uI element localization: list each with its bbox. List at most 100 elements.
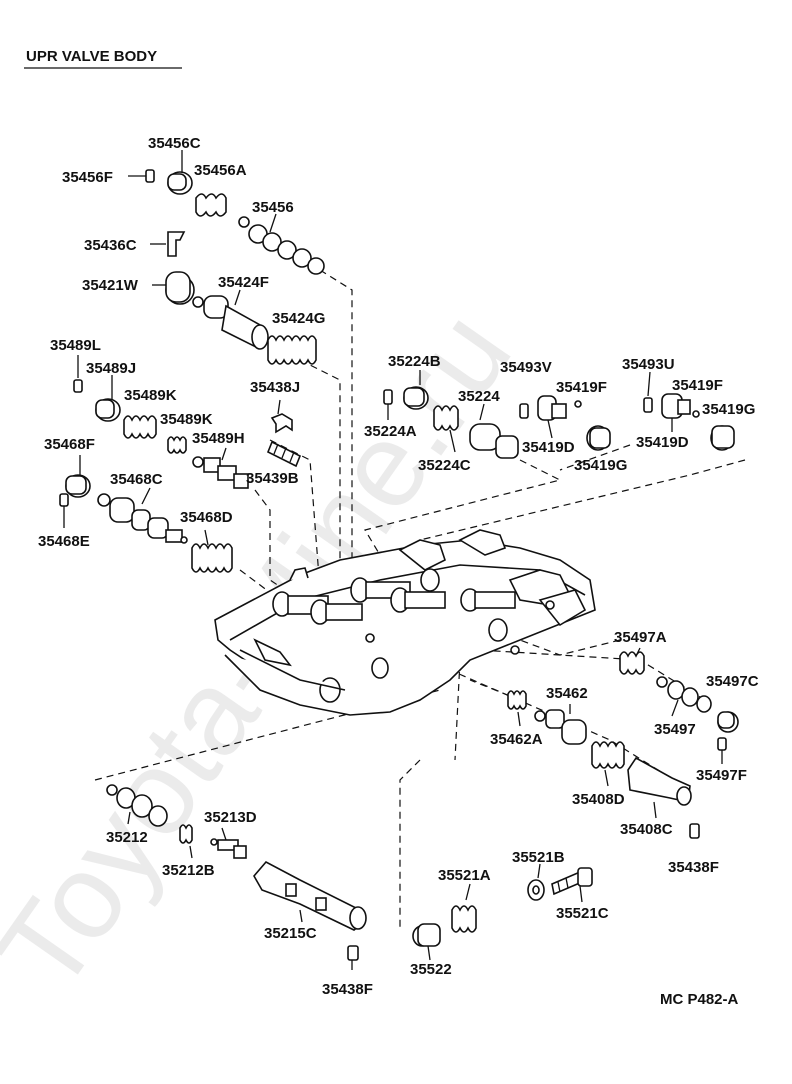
label-35462: 35462 <box>546 685 588 702</box>
label-35224: 35224 <box>458 388 500 405</box>
part-35468C <box>97 487 188 544</box>
label-35468D: 35468D <box>180 509 233 526</box>
part-35497C <box>717 711 739 733</box>
part-35419F-left <box>574 400 582 408</box>
part-35468D <box>191 529 233 573</box>
part-35419D-right <box>661 393 691 432</box>
part-35468F <box>65 455 91 498</box>
part-35212 <box>106 784 168 827</box>
part-35408D <box>591 741 625 787</box>
part-35456C <box>167 150 193 195</box>
label-35489K-2: 35489K <box>160 411 213 428</box>
label-35493U: 35493U <box>622 356 675 373</box>
part-35456F <box>128 169 155 183</box>
part-35456A <box>195 193 227 217</box>
part-35468E <box>59 493 69 528</box>
label-35215C: 35215C <box>264 925 317 942</box>
part-35224A <box>383 389 393 420</box>
reference-code: MC P482-A <box>660 991 739 1008</box>
label-35456A: 35456A <box>194 162 247 179</box>
part-35224B <box>403 370 429 410</box>
label-35456C: 35456C <box>148 135 201 152</box>
part-35212B <box>179 824 193 859</box>
part-35489K-small <box>167 436 187 454</box>
part-35489K-spring <box>123 415 157 439</box>
label-35419F-1: 35419F <box>556 379 607 396</box>
part-35419F-right <box>692 410 700 418</box>
part-35462A <box>507 690 527 727</box>
diagram-title: UPR VALVE BODY <box>26 48 157 65</box>
label-35468E: 35468E <box>38 533 90 550</box>
label-35462A: 35462A <box>490 731 543 748</box>
part-35438J <box>270 399 293 434</box>
label-35497F: 35497F <box>696 767 747 784</box>
part-35419G-left <box>586 425 611 451</box>
part-35489H <box>192 447 249 489</box>
label-35408C: 35408C <box>620 821 673 838</box>
label-35419G-1: 35419G <box>574 457 627 474</box>
part-35456 <box>238 213 325 275</box>
part-35521B <box>527 863 545 901</box>
part-labels: 35456C 35456F 35456A 35456 35436C 35421W… <box>38 135 759 998</box>
label-35424G: 35424G <box>272 310 325 327</box>
part-35213D <box>210 827 247 859</box>
label-35438J: 35438J <box>250 379 300 396</box>
label-35419D-2: 35419D <box>636 434 689 451</box>
part-35493V <box>519 403 529 419</box>
label-35424F: 35424F <box>218 274 269 291</box>
label-35439B: 35439B <box>246 470 299 487</box>
part-35521C <box>551 867 593 903</box>
label-35489H: 35489H <box>192 430 245 447</box>
part-35438F-right <box>689 823 700 839</box>
label-35212: 35212 <box>106 829 148 846</box>
label-35436C: 35436C <box>84 237 137 254</box>
label-35521B: 35521B <box>512 849 565 866</box>
part-35497 <box>656 676 712 717</box>
part-35424G <box>267 335 317 365</box>
label-35408D: 35408D <box>572 791 625 808</box>
part-35493U <box>643 371 653 413</box>
reference-lines <box>94 269 746 930</box>
label-35456F: 35456F <box>62 169 113 186</box>
part-35522 <box>412 923 441 961</box>
label-35489K-1: 35489K <box>124 387 177 404</box>
label-35493V: 35493V <box>500 359 552 376</box>
part-35462 <box>534 704 587 745</box>
label-35212B: 35212B <box>162 862 215 879</box>
part-35419G-right <box>710 425 735 451</box>
part-35489J <box>95 375 121 422</box>
label-35438F-2: 35438F <box>322 981 373 998</box>
label-35522: 35522 <box>410 961 452 978</box>
label-35419D-1: 35419D <box>522 439 575 456</box>
part-35419D-left <box>537 395 567 439</box>
part-35438F-bottom <box>347 945 359 970</box>
part-35497F <box>717 737 727 764</box>
label-35224B: 35224B <box>388 353 441 370</box>
label-35468C: 35468C <box>110 471 163 488</box>
label-35224A: 35224A <box>364 423 417 440</box>
label-35489J: 35489J <box>86 360 136 377</box>
label-35224C: 35224C <box>418 457 471 474</box>
label-35419F-2: 35419F <box>672 377 723 394</box>
label-35497: 35497 <box>654 721 696 738</box>
part-35408C <box>627 756 692 819</box>
part-35489L <box>73 355 83 393</box>
label-35497C: 35497C <box>706 673 759 690</box>
part-35215C <box>253 860 367 931</box>
label-35468F: 35468F <box>44 436 95 453</box>
valve-body-casting <box>214 529 596 716</box>
part-35497A <box>619 647 645 675</box>
part-35224C <box>433 405 459 453</box>
part-35424F <box>192 289 269 350</box>
part-35436C <box>150 231 186 257</box>
label-35497A: 35497A <box>614 629 667 646</box>
label-35438F-1: 35438F <box>668 859 719 876</box>
label-35419G-2: 35419G <box>702 401 755 418</box>
part-35224 <box>469 403 519 459</box>
label-35456: 35456 <box>252 199 294 216</box>
label-35213D: 35213D <box>204 809 257 826</box>
part-35521A <box>451 883 477 933</box>
label-35489L: 35489L <box>50 337 101 354</box>
part-35439B <box>266 440 302 468</box>
